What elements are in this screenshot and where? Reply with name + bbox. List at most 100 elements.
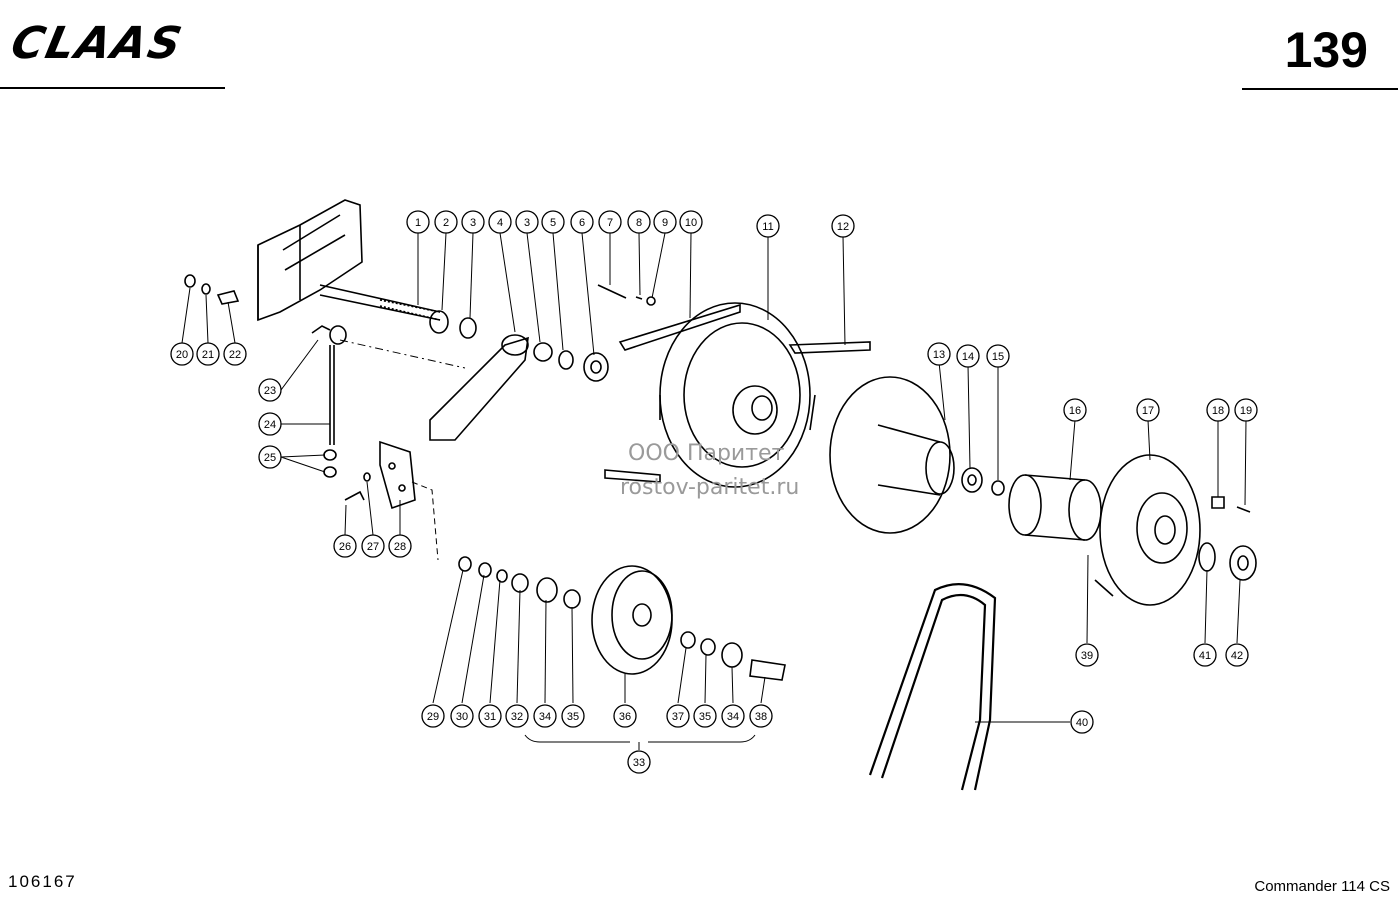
callout-number: 40: [1076, 717, 1088, 729]
callout-32: 32: [505, 704, 529, 728]
callout-number: 15: [992, 351, 1004, 363]
callout-number: 12: [837, 221, 849, 233]
callout-39: 39: [1075, 643, 1099, 667]
movable-disc: [1094, 454, 1201, 606]
callout-circle: [693, 704, 717, 728]
sleeve: [1008, 474, 1102, 541]
callout-circle: [478, 704, 502, 728]
callout-3: 3: [461, 210, 485, 234]
callout-circle: [421, 704, 445, 728]
callout-circle: [406, 210, 430, 234]
callout-9: 9: [653, 210, 677, 234]
callout-42: 42: [1225, 643, 1249, 667]
callout-circle: [756, 214, 780, 238]
callout-circle: [450, 704, 474, 728]
callout-34: 34: [721, 704, 745, 728]
callout-circle: [258, 445, 282, 469]
idler-pulley: [458, 556, 786, 681]
callout-circle: [986, 344, 1010, 368]
callout-number: 32: [511, 711, 523, 723]
callout-26: 26: [333, 534, 357, 558]
callout-number: 36: [619, 711, 631, 723]
callout-number: 1: [415, 217, 421, 229]
leader-lines: [181, 232, 1247, 750]
disc-hardware: [1198, 496, 1257, 581]
callout-35: 35: [561, 704, 585, 728]
callout-33: 33: [627, 750, 651, 774]
callout-22: 22: [223, 342, 247, 366]
callout-16: 16: [1063, 398, 1087, 422]
callout-number: 2: [443, 217, 449, 229]
callout-circle: [1193, 643, 1217, 667]
callout-circle: [613, 704, 637, 728]
callout-7: 7: [598, 210, 622, 234]
callout-circle: [598, 210, 622, 234]
callout-number: 31: [484, 711, 496, 723]
callout-number: 20: [176, 349, 188, 361]
callout-number: 27: [367, 541, 379, 553]
callout-circle: [627, 210, 651, 234]
callout-number: 29: [427, 711, 439, 723]
parts-drawing: [184, 199, 1257, 791]
callout-number: 34: [539, 711, 551, 723]
callout-29: 29: [421, 704, 445, 728]
callout-number: 8: [636, 217, 642, 229]
callout-number: 35: [699, 711, 711, 723]
callout-circle: [831, 214, 855, 238]
callout-circle: [1225, 643, 1249, 667]
callout-number: 3: [470, 217, 476, 229]
callout-12: 12: [831, 214, 855, 238]
callout-circle: [533, 704, 557, 728]
callout-number: 38: [755, 711, 767, 723]
header-rule-right: [1242, 88, 1398, 90]
callout-4: 4: [488, 210, 512, 234]
callout-number: 10: [685, 217, 697, 229]
callout-circle: [361, 534, 385, 558]
callout-35: 35: [693, 704, 717, 728]
callout-number: 9: [662, 217, 668, 229]
v-belt: [868, 583, 997, 791]
callout-2: 2: [434, 210, 458, 234]
callout-number: 34: [727, 711, 739, 723]
callout-27: 27: [361, 534, 385, 558]
flat-belt-sections: [604, 303, 871, 483]
callout-circle: [570, 210, 594, 234]
callout-circle: [1234, 398, 1258, 422]
callout-30: 30: [450, 704, 474, 728]
tension-rod: [311, 325, 347, 478]
callout-circle: [434, 210, 458, 234]
callout-circle: [1070, 710, 1094, 734]
callout-circle: [505, 704, 529, 728]
callout-number: 14: [962, 351, 974, 363]
callout-number: 19: [1240, 405, 1252, 417]
callout-number: 11: [762, 221, 773, 233]
callout-circle: [1063, 398, 1087, 422]
callout-number: 23: [264, 385, 276, 397]
callout-number: 5: [550, 217, 556, 229]
callout-circle: [561, 704, 585, 728]
callout-number: 22: [229, 349, 241, 361]
callout-31: 31: [478, 704, 502, 728]
callout-number: 26: [339, 541, 351, 553]
callout-circle: [627, 750, 651, 774]
callout-number: 4: [497, 217, 503, 229]
callout-circle: [333, 534, 357, 558]
callout-number: 17: [1142, 405, 1154, 417]
callout-circle: [196, 342, 220, 366]
callout-21: 21: [196, 342, 220, 366]
callout-19: 19: [1234, 398, 1258, 422]
callout-1: 1: [406, 210, 430, 234]
callout-circle: [1136, 398, 1160, 422]
callout-3: 3: [515, 210, 539, 234]
callout-number: 35: [567, 711, 579, 723]
callout-number: 7: [607, 217, 613, 229]
callout-11: 11: [756, 214, 780, 238]
callout-circle: [749, 704, 773, 728]
callout-38: 38: [749, 704, 773, 728]
callout-number: 37: [672, 711, 684, 723]
callout-number: 25: [264, 452, 276, 464]
callout-number: 28: [394, 541, 406, 553]
callout-circle: [488, 210, 512, 234]
tension-arm: [339, 334, 529, 441]
